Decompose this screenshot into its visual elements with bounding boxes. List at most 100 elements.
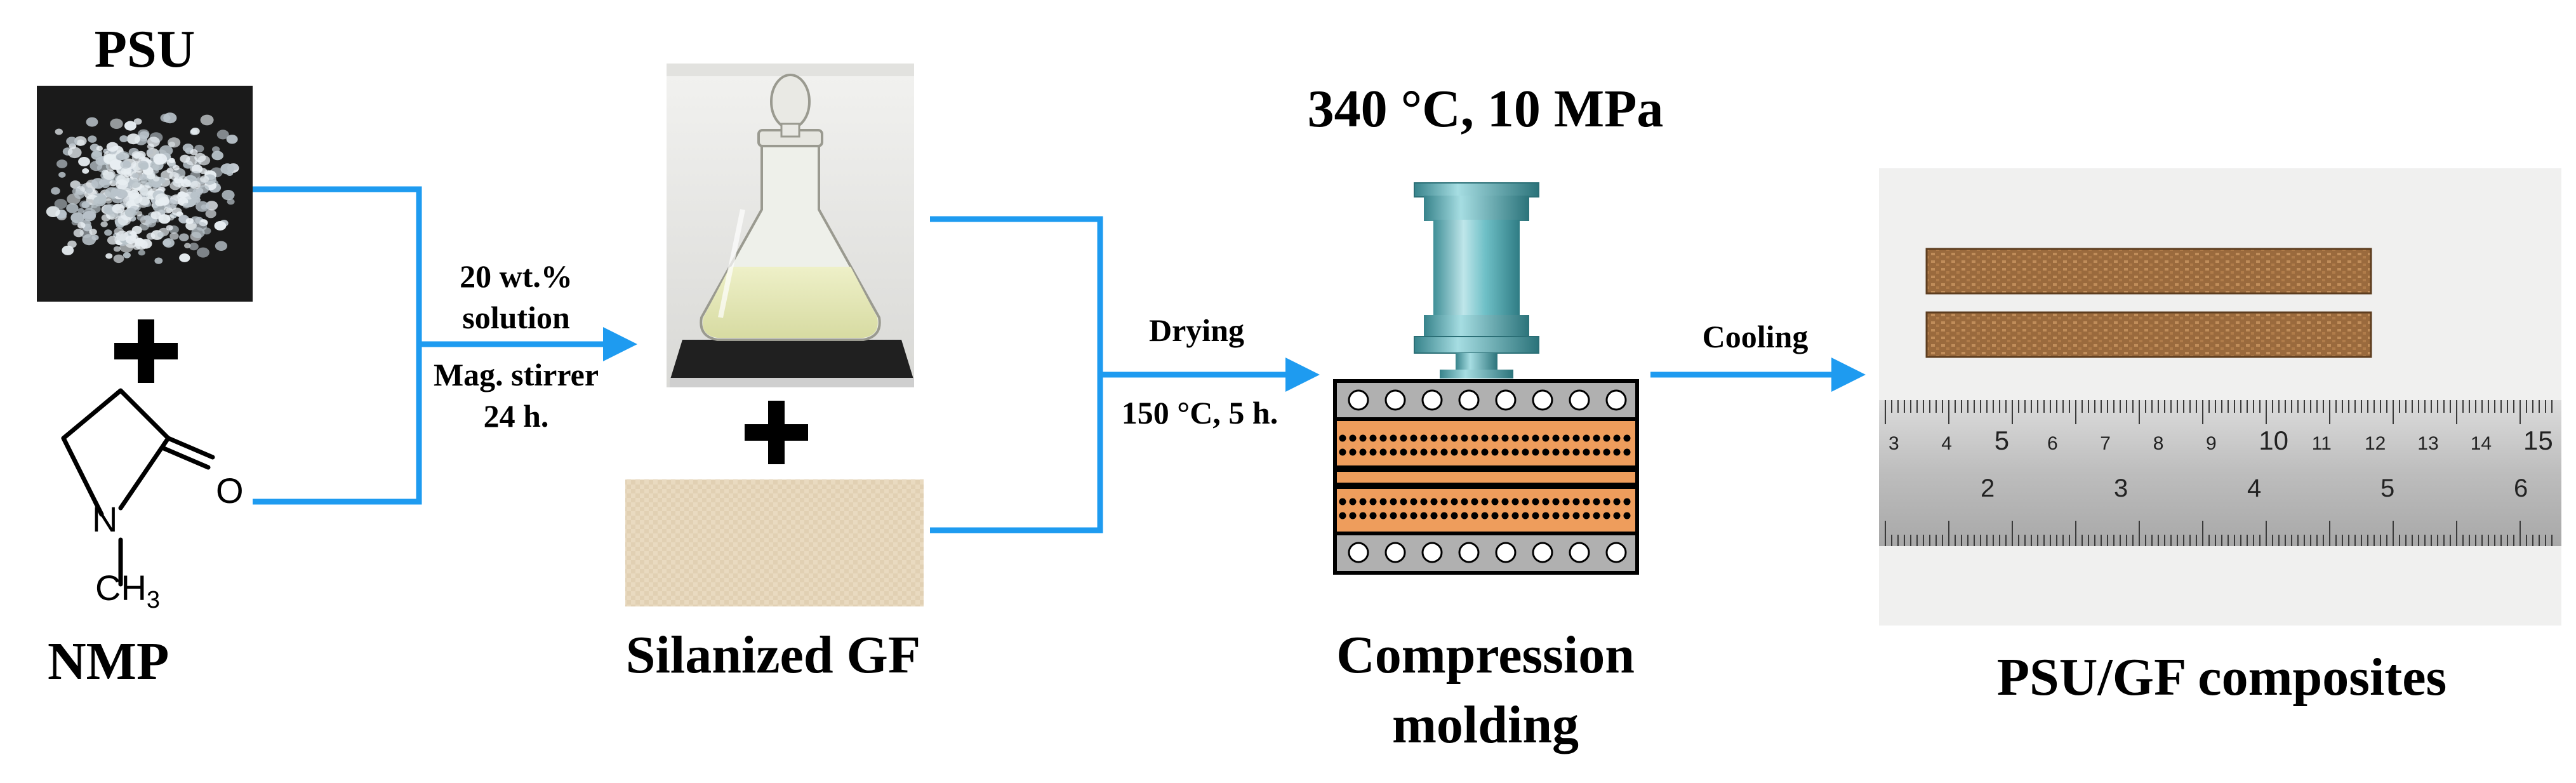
- fiber-dot: [1390, 498, 1397, 505]
- pellet: [190, 128, 200, 135]
- step1-duration: 24 h.: [483, 398, 549, 434]
- pellet: [168, 137, 181, 148]
- fiber-dot: [1440, 434, 1448, 442]
- fiber-dot: [1542, 434, 1550, 442]
- pellet: [77, 222, 86, 229]
- flow-arrows: [253, 186, 1866, 533]
- mold-hole: [1605, 389, 1627, 411]
- fiber-dot: [1369, 448, 1377, 456]
- pellet: [82, 168, 90, 174]
- fiber-dot: [1471, 498, 1478, 505]
- pellet: [182, 203, 190, 209]
- pellet: [110, 159, 124, 170]
- pellet: [197, 155, 211, 166]
- pellet: [190, 171, 201, 180]
- pellet: [157, 232, 165, 238]
- silanized-gf-label: Silanized GF: [625, 626, 921, 685]
- ruler-number-top: 7: [2100, 433, 2111, 454]
- atom-n: N: [92, 499, 118, 539]
- fiber-dot: [1440, 512, 1448, 519]
- pellet: [199, 185, 209, 194]
- pellet: [172, 164, 180, 171]
- pellet: [133, 244, 141, 250]
- fiber-dot: [1593, 498, 1600, 505]
- fiber-dot: [1471, 434, 1478, 442]
- pellet: [102, 169, 116, 180]
- pellet: [139, 162, 149, 170]
- pellet: [116, 174, 129, 185]
- pellet: [54, 199, 67, 210]
- pellet: [124, 121, 136, 131]
- fiber-dot: [1572, 434, 1580, 442]
- pellet: [51, 187, 60, 195]
- pellet: [226, 135, 238, 144]
- fiber-dot: [1339, 434, 1346, 442]
- fiber-dot: [1623, 512, 1631, 519]
- pellet: [112, 203, 125, 214]
- fiber-dot: [1359, 448, 1367, 456]
- fiber-dot: [1562, 434, 1570, 442]
- hydraulic-press: [1414, 182, 1539, 378]
- pellet: [138, 185, 153, 196]
- pellet: [96, 145, 103, 151]
- fiber-dot: [1572, 448, 1580, 456]
- fiber-dot: [1501, 448, 1509, 456]
- pellet: [91, 203, 98, 208]
- fiber-dot: [1451, 448, 1458, 456]
- fiber-dot: [1552, 434, 1560, 442]
- fiber-dot: [1410, 434, 1417, 442]
- pellet: [120, 160, 131, 169]
- atom-ch3: CH3: [95, 568, 160, 613]
- mold-hole: [1569, 389, 1590, 411]
- pellet: [190, 149, 198, 156]
- fiber-dot: [1532, 448, 1539, 456]
- fiber-dot: [1623, 434, 1631, 442]
- psu-pellets-photo: [37, 86, 253, 302]
- pellet: [101, 214, 110, 222]
- pellet: [67, 147, 82, 159]
- fiber-dot: [1379, 512, 1387, 519]
- fiber-dot: [1613, 498, 1621, 505]
- fiber-dot: [1451, 498, 1458, 505]
- pellet: [133, 118, 142, 125]
- fiber-dot: [1552, 448, 1560, 456]
- pellet: [100, 221, 108, 227]
- pellet: [168, 157, 175, 163]
- fiber-dot: [1379, 448, 1387, 456]
- pellet: [146, 149, 154, 155]
- plus-icon: [114, 319, 178, 383]
- pellet: [227, 198, 235, 205]
- fiber-dot: [1522, 448, 1529, 456]
- atom-ch3-base: CH: [95, 568, 147, 608]
- pellet: [124, 208, 137, 218]
- pellet: [90, 161, 103, 171]
- ruler-number-top: 13: [2417, 433, 2438, 454]
- ruler-number-bottom: 3: [2114, 474, 2128, 502]
- drying-condition: 150 °C, 5 h.: [1121, 395, 1278, 431]
- pellet: [190, 191, 201, 200]
- glass-fabric-photo: [625, 479, 924, 606]
- fiber-dot: [1400, 448, 1407, 456]
- fiber-dot: [1410, 512, 1417, 519]
- fiber-dot: [1481, 434, 1489, 442]
- pellet: [211, 151, 224, 161]
- fiber-dot: [1603, 434, 1610, 442]
- fiber-dot: [1349, 512, 1357, 519]
- ruler-number-bottom: 4: [2247, 474, 2261, 502]
- pellet: [137, 129, 150, 139]
- fiber-dot: [1461, 512, 1468, 519]
- pellet: [189, 243, 199, 251]
- fiber-dot: [1410, 448, 1417, 456]
- pellet: [116, 153, 125, 161]
- fiber-dot: [1390, 434, 1397, 442]
- fiber-dot: [1522, 434, 1529, 442]
- pellet: [169, 232, 179, 240]
- fiber-dot: [1583, 498, 1590, 505]
- pellet: [171, 207, 182, 216]
- fiber-dot: [1471, 512, 1478, 519]
- ruler-number-top: 8: [2153, 433, 2164, 454]
- pellet: [185, 156, 198, 166]
- pellet: [182, 144, 194, 152]
